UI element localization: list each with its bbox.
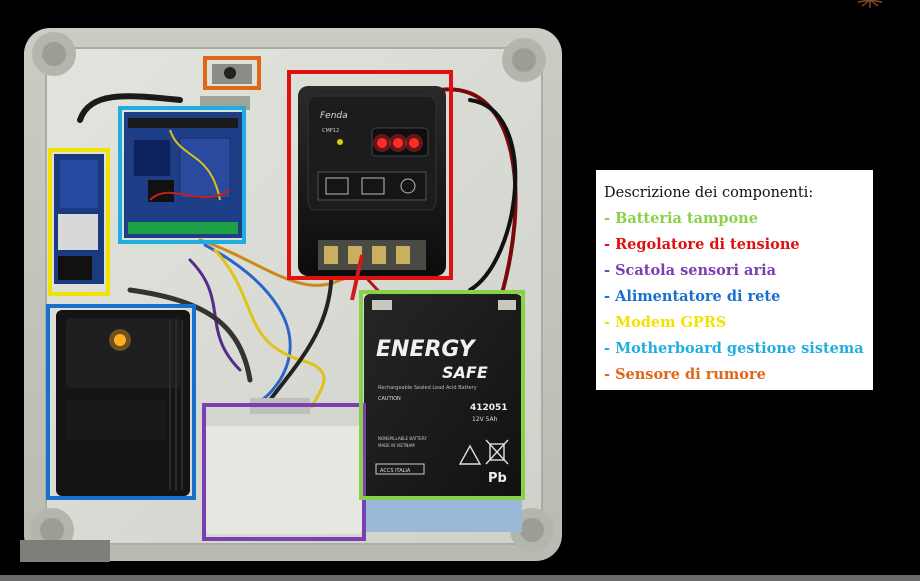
recycle-icon — [458, 444, 482, 465]
battery-spec: 12V 5Ah — [472, 416, 498, 423]
bottom-bar — [0, 575, 920, 581]
legend-title: Descrizione dei componenti: — [604, 185, 814, 201]
legend-item: - Regolatore di tensione — [604, 236, 800, 253]
legend-item: - Modem GPRS — [604, 314, 727, 331]
backup-battery: ENERGY SAFE Rechargeable Sealed Lead Aci… — [364, 294, 522, 532]
battery-subtitle: Rechargeable Sealed Lead Acid Battery — [378, 385, 477, 391]
legend-item: - Sensore di rumore — [604, 366, 766, 383]
air-sensor-box — [206, 398, 362, 534]
box-backup-battery — [359, 290, 525, 500]
battery-pb-mark: Pb — [488, 471, 507, 486]
box-air-sensor — [202, 403, 366, 541]
power-supply — [56, 310, 190, 496]
legend-item: - Motherboard gestione sistema — [604, 340, 864, 357]
corner-logo-icon — [857, 0, 883, 8]
box-gprs-modem — [48, 148, 110, 296]
battery-type-label: NONSPILLABLE BATTERY — [378, 436, 427, 441]
legend-item: - Scatola sensori aria — [604, 262, 776, 279]
noise-sensor — [200, 64, 252, 110]
box-voltage-regulator — [287, 70, 453, 280]
battery-brand-line2: SAFE — [442, 363, 488, 382]
bin-crossed-icon — [485, 439, 509, 465]
highlight-boxes — [46, 56, 525, 541]
box-motherboard — [118, 106, 246, 244]
motherboard — [124, 112, 242, 238]
battery-caution: CAUTION — [378, 396, 401, 402]
legend-item: - Batteria tampone — [604, 210, 758, 227]
gprs-modem — [54, 154, 104, 284]
box-noise-sensor — [203, 56, 261, 90]
legend-panel: Descrizione dei componenti: - Batteria t… — [596, 170, 873, 390]
battery-part-number: 412051 — [470, 403, 508, 413]
battery-brand-line1: ENERGY — [376, 337, 477, 362]
regulator-model-text: CMP12 — [322, 128, 339, 134]
legend-list: - Batteria tampone - Regolatore di tensio… — [604, 206, 865, 388]
voltage-regulator: Fenda CMP12 — [298, 86, 446, 301]
regulator-brand-text: Fenda — [320, 111, 348, 121]
legend-item: - Alimentatore di rete — [604, 288, 781, 305]
battery-seller: ACCS ITALIA — [380, 468, 411, 474]
box-power-supply — [46, 304, 196, 500]
battery-origin: MADE IN VIETNAM — [378, 443, 415, 448]
